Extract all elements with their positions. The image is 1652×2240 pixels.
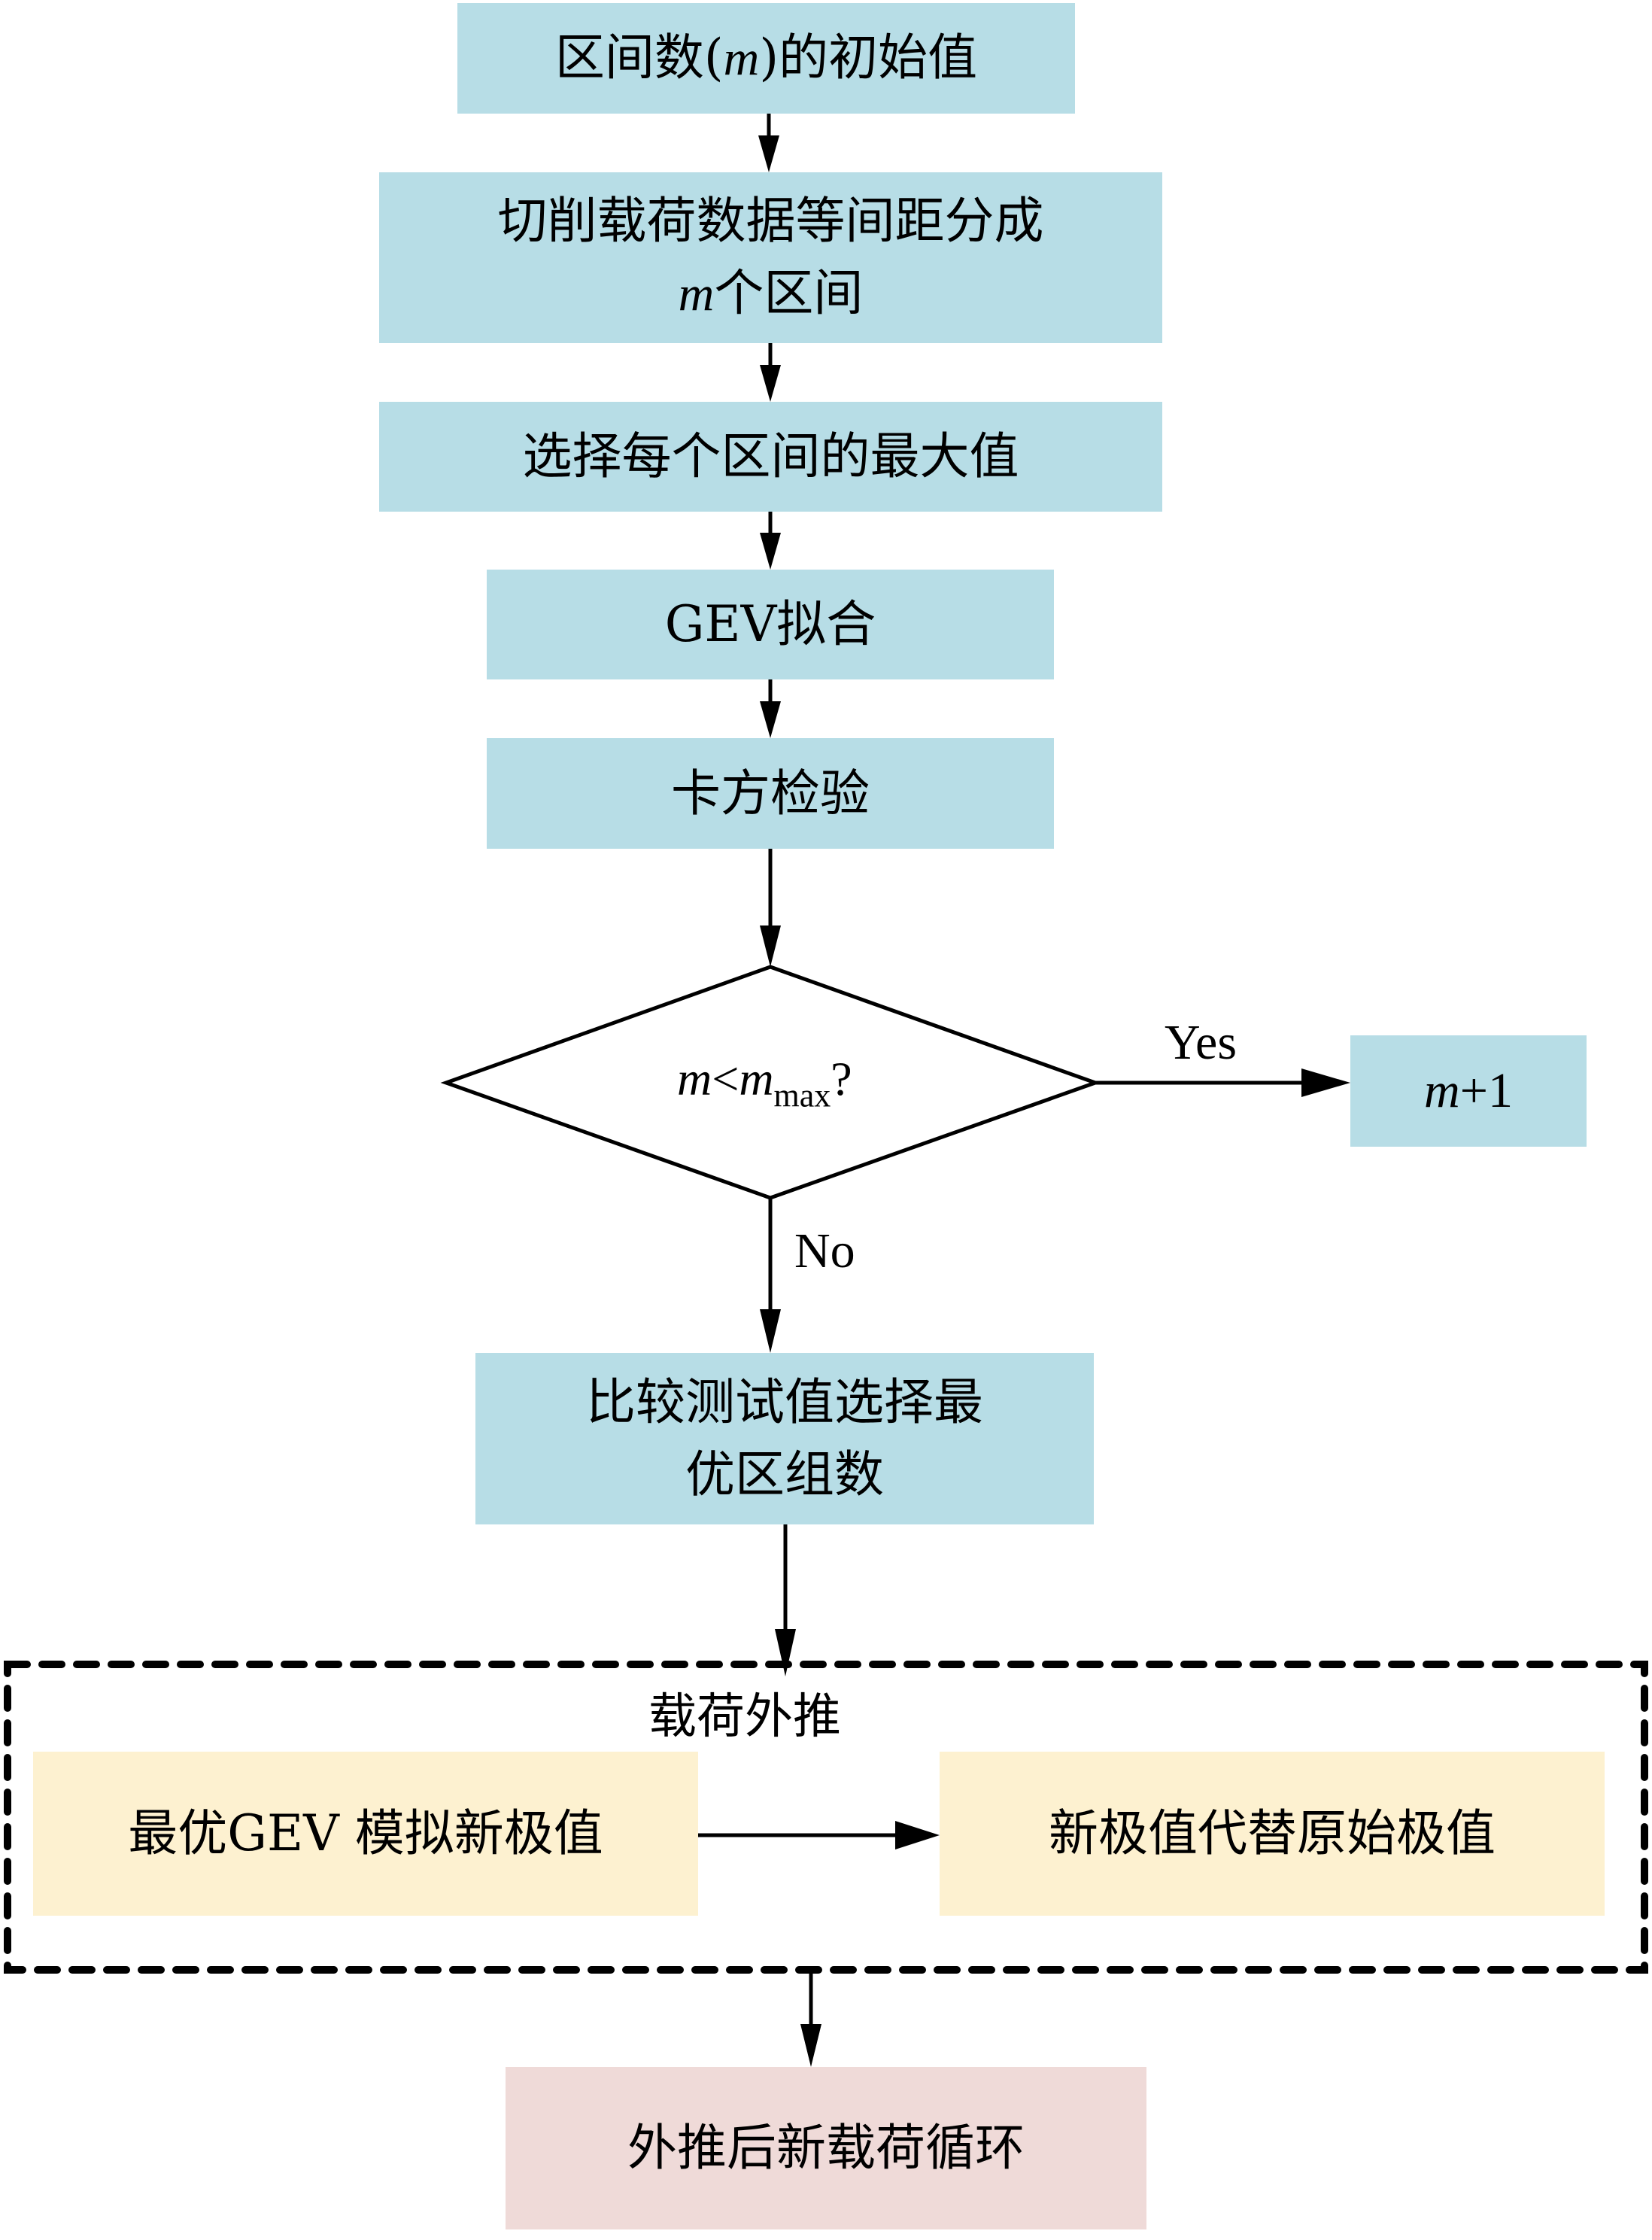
arrow-split-to-select <box>760 343 781 402</box>
step-split-data: 切削载荷数据等间距分成 m个区间 <box>379 172 1162 343</box>
decision-condition-label: m<mmax? <box>677 1052 852 1114</box>
step-split-data-line2: m个区间 <box>678 264 864 322</box>
step-select-max-label: 选择每个区间的最大值 <box>522 427 1019 486</box>
arrow-init-to-split <box>758 114 779 172</box>
arrow-select-to-gev <box>760 512 781 570</box>
step-increment-m: m+1 <box>1350 1035 1587 1147</box>
step-gev-fit: GEV拟合 <box>487 570 1054 679</box>
step-replace-original-extremes: 新极值代替原始极值 <box>940 1752 1605 1916</box>
arrow-gev-to-chi <box>760 679 781 738</box>
arrow-compare-to-extrapolation <box>775 1524 796 1676</box>
step-select-max: 选择每个区间的最大值 <box>379 402 1162 512</box>
edge-label-no: No <box>794 1223 855 1278</box>
step-gev-fit-label: GEV拟合 <box>664 595 876 654</box>
step-simulate-new-extremes-label: 最优GEV 模拟新极值 <box>128 1804 603 1863</box>
edge-label-yes: Yes <box>1165 1015 1237 1070</box>
arrow-yes-to-increment <box>1095 1068 1350 1097</box>
step-increment-m-label: m+1 <box>1424 1063 1513 1119</box>
step-replace-original-extremes-label: 新极值代替原始极值 <box>1049 1804 1496 1863</box>
step-compare-select-optimal: 比较测试值选择最 优区组数 <box>475 1353 1094 1524</box>
arrow-simulate-to-replace <box>698 1821 940 1849</box>
arrow-chi-to-decision <box>760 849 781 967</box>
step-compare-line2: 优区组数 <box>685 1445 884 1503</box>
extrapolation-group-border <box>4 1661 1648 1974</box>
step-chi-square-test: 卡方检验 <box>487 738 1054 849</box>
step-initial-interval-count: 区间数(m)的初始值 <box>457 3 1075 114</box>
extrapolation-group-title: 载荷外推 <box>648 1689 841 1745</box>
step-split-data-line1: 切削载荷数据等间距分成 <box>497 192 1044 251</box>
arrow-extrapolation-to-output <box>800 1970 821 2067</box>
step-compare-line1: 比较测试值选择最 <box>586 1373 983 1432</box>
step-simulate-new-extremes: 最优GEV 模拟新极值 <box>33 1752 698 1916</box>
step-initial-interval-count-label: 区间数(m)的初始值 <box>554 29 978 87</box>
step-chi-square-test-label: 卡方检验 <box>671 764 870 822</box>
arrow-no-to-compare <box>760 1198 781 1353</box>
step-output-new-load-cycles: 外推后新载荷循环 <box>506 2067 1146 2229</box>
step-output-new-load-cycles-label: 外推后新载荷循环 <box>627 2119 1025 2178</box>
